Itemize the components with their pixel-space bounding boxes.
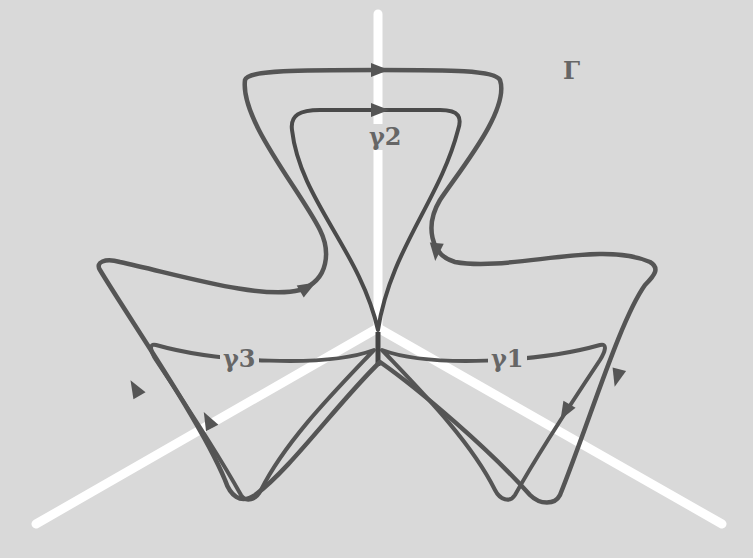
curve-label: Γ <box>560 58 583 84</box>
curve-label: γ2 <box>366 124 405 150</box>
arrowhead <box>371 103 389 117</box>
curve-gamma-1 <box>382 345 605 500</box>
arrowhead <box>428 242 444 261</box>
curve-gamma-2 <box>292 110 460 330</box>
curve-gamma-big <box>99 70 656 503</box>
curve-label: γ3 <box>220 346 259 372</box>
axis-y <box>378 328 722 524</box>
arrowhead <box>554 401 575 424</box>
arrowhead <box>198 409 219 431</box>
axis-x <box>36 328 378 524</box>
arrowhead <box>608 367 626 388</box>
curve-gamma-3 <box>151 345 374 500</box>
arrowhead <box>124 377 145 400</box>
arrowheads <box>124 63 626 431</box>
axis-z <box>374 14 383 328</box>
curve-label: γ1 <box>488 346 527 372</box>
arrowhead <box>371 63 389 77</box>
axes <box>36 14 722 524</box>
arrowhead <box>297 276 320 297</box>
